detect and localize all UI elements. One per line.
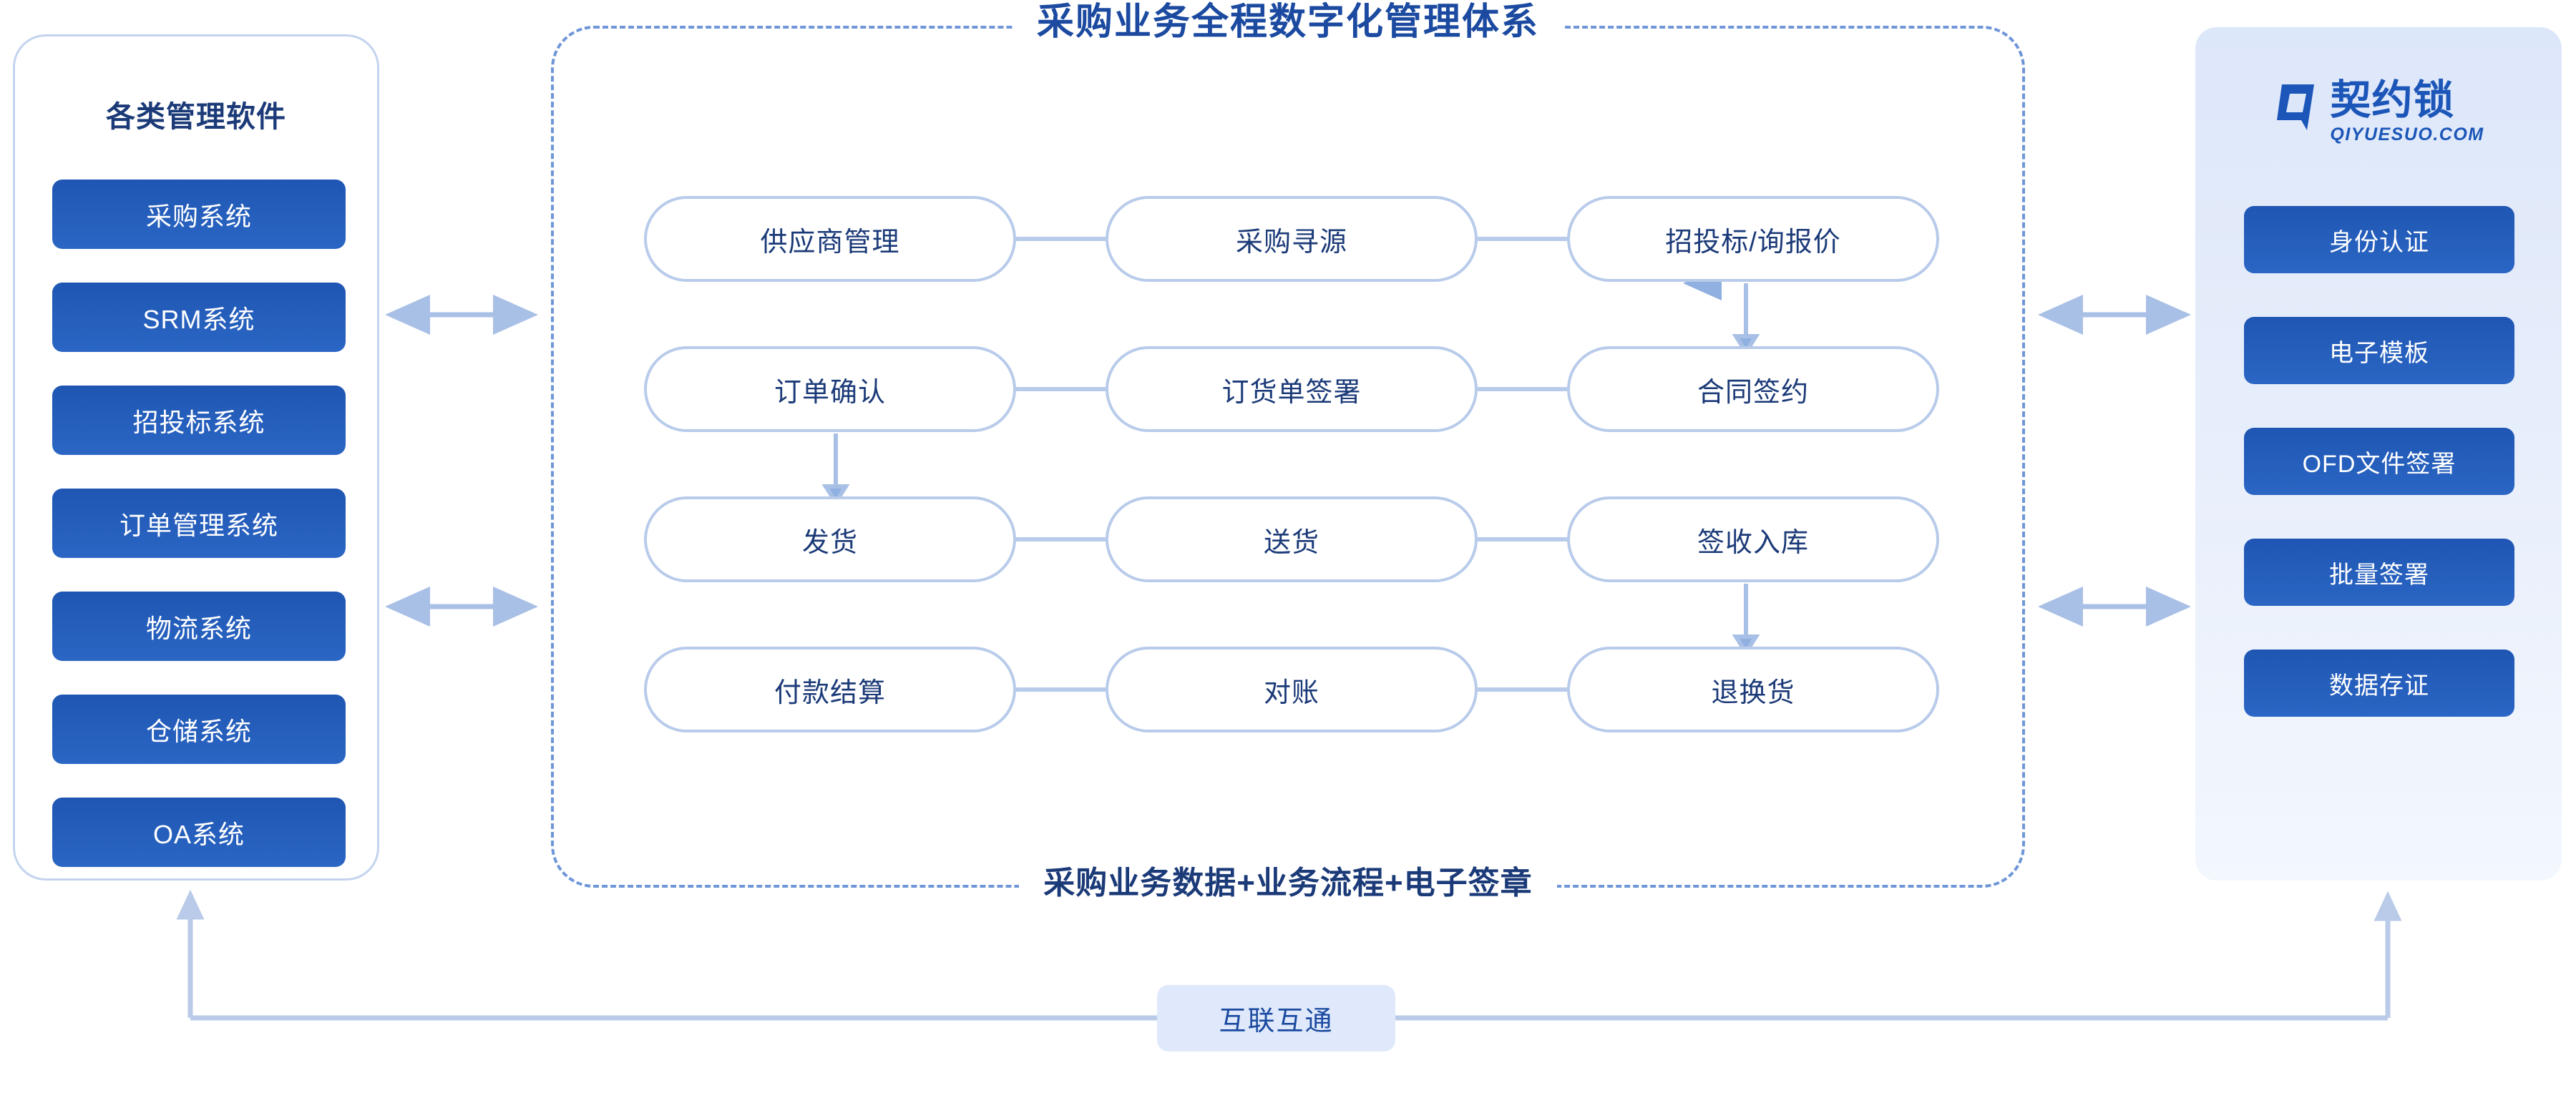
system-item-warehouse[interactable]: 仓储系统 [52,695,346,764]
center-panel-footer-text: 采购业务数据+业务流程+电子签章 [1019,858,1557,908]
brand-name-en: QIYUESUO.COM [2330,124,2484,144]
interconnect-label: 互联互通 [1157,985,1395,1051]
flow-node-sourcing[interactable]: 采购寻源 [1106,196,1478,282]
center-panel-footer: 采购业务数据+业务流程+电子签章 [551,858,2025,908]
left-panel-title: 各类管理软件 [106,100,286,133]
system-item-oa[interactable]: OA系统 [52,798,346,867]
center-panel-title-text: 采购业务全程数字化管理体系 [1012,0,1563,50]
brand-logo-text: 契约锁 QIYUESUO.COM [2330,79,2484,145]
flow-node-order-confirmation[interactable]: 订单确认 [644,346,1016,432]
flow-node-contract-signing[interactable]: 合同签约 [1567,346,1939,432]
flow-node-returns-exchanges[interactable]: 退换货 [1567,647,1939,732]
flow-node-shipment[interactable]: 发货 [644,496,1016,582]
management-software-panel: 各类管理软件 采购系统 SRM系统 招投标系统 订单管理系统 物流系统 仓储系统… [13,34,379,881]
capability-list: 身份认证 电子模板 OFD文件签署 批量签署 数据存证 [2244,206,2514,717]
capability-identity-authentication[interactable]: 身份认证 [2244,206,2514,273]
qiyuesuo-capabilities-panel: 契约锁 QIYUESUO.COM 身份认证 电子模板 OFD文件签署 批量签署 … [2195,27,2562,881]
flow-node-bidding-quotation[interactable]: 招投标/询报价 [1567,196,1939,282]
capability-batch-signing[interactable]: 批量签署 [2244,539,2514,606]
flow-node-reconciliation[interactable]: 对账 [1106,647,1478,732]
system-item-logistics[interactable]: 物流系统 [52,592,346,661]
brand-name-cn: 契约锁 [2330,77,2455,124]
q-logo-icon [2273,80,2320,137]
digital-management-system-panel [551,26,2025,888]
flow-node-order-signing[interactable]: 订货单签署 [1106,346,1478,432]
system-item-bidding[interactable]: 招投标系统 [52,386,346,455]
capability-data-evidence[interactable]: 数据存证 [2244,649,2514,717]
flow-node-receipt-warehousing[interactable]: 签收入库 [1567,496,1939,582]
capability-ofd-file-signing[interactable]: OFD文件签署 [2244,428,2514,495]
capability-electronic-template[interactable]: 电子模板 [2244,317,2514,384]
system-item-procurement[interactable]: 采购系统 [52,180,346,249]
flow-node-payment-settlement[interactable]: 付款结算 [644,647,1016,732]
brand-logo: 契约锁 QIYUESUO.COM [2195,79,2562,145]
flow-node-supplier-management[interactable]: 供应商管理 [644,196,1016,282]
flow-node-delivery[interactable]: 送货 [1106,496,1478,582]
system-item-srm[interactable]: SRM系统 [52,283,346,352]
center-panel-title: 采购业务全程数字化管理体系 [551,0,2025,50]
management-software-list: 采购系统 SRM系统 招投标系统 订单管理系统 物流系统 仓储系统 OA系统 [52,180,346,867]
system-item-order-management[interactable]: 订单管理系统 [52,489,346,558]
